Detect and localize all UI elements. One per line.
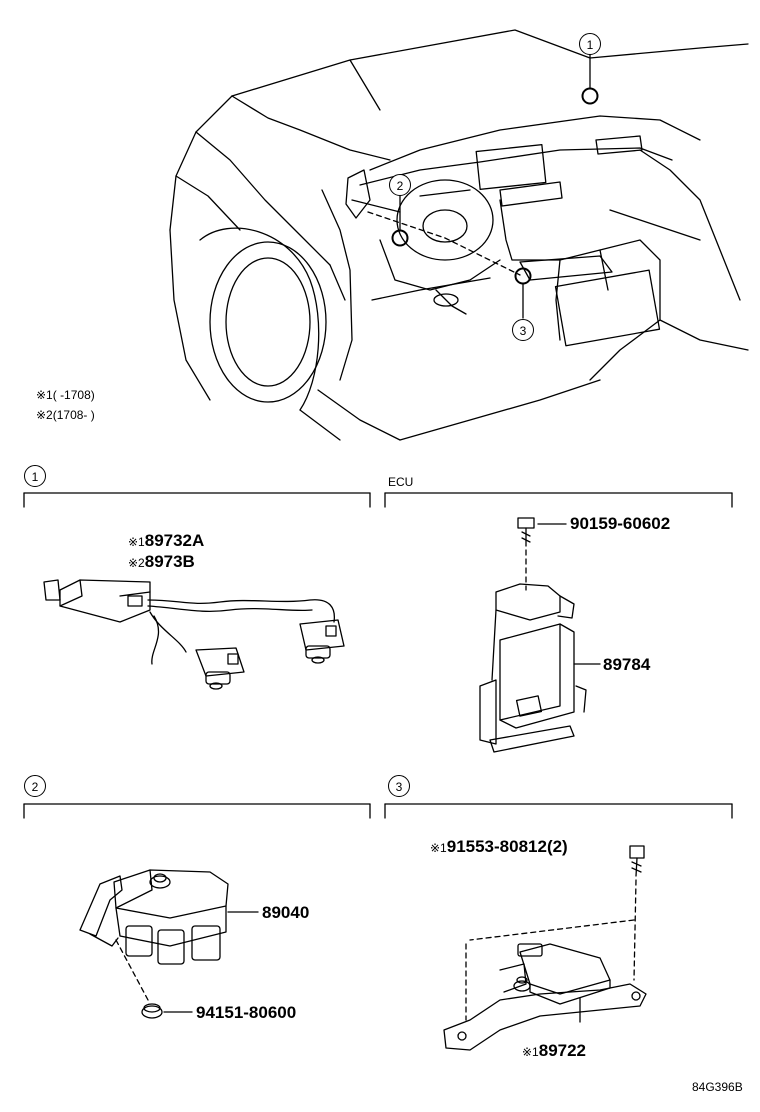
ecu-illustration bbox=[479, 517, 601, 753]
part-89722-label: ※189722 bbox=[522, 1041, 587, 1060]
section-1-number: 1 bbox=[24, 465, 46, 487]
section-2-bracket bbox=[23, 803, 371, 819]
vehicle-interior-illustration bbox=[169, 29, 749, 441]
part-91553-80812-label: ※191553-80812(2) bbox=[430, 837, 568, 856]
note-1: ※1( -1708) bbox=[36, 388, 95, 402]
section-ecu-title: ECU bbox=[388, 475, 414, 489]
figure-code: 84G396B bbox=[692, 1080, 743, 1094]
section-1-bracket bbox=[23, 492, 371, 508]
section-3-number: 3 bbox=[388, 775, 410, 797]
note-2: ※2(1708- ) bbox=[36, 408, 95, 422]
callout-2: 2 bbox=[389, 174, 411, 196]
section-3-bracket bbox=[384, 803, 733, 819]
section-ecu-bracket bbox=[384, 492, 733, 508]
part-94151-80600-label: 94151-80600 bbox=[196, 1003, 297, 1022]
sensor-89722-illustration bbox=[443, 845, 647, 1051]
part-89784-label: 89784 bbox=[603, 655, 651, 674]
section-2-number: 2 bbox=[24, 775, 46, 797]
part-8973b-label: ※28973B bbox=[128, 552, 195, 571]
part-90159-60602-label: 90159-60602 bbox=[570, 514, 671, 533]
part-89040-label: 89040 bbox=[262, 903, 310, 922]
wire-harness-illustration bbox=[43, 579, 345, 690]
occupant-sensor-illustration bbox=[79, 869, 259, 1019]
callout-3: 3 bbox=[512, 319, 534, 341]
location-marker-1 bbox=[581, 87, 599, 105]
callout-1: 1 bbox=[579, 33, 601, 55]
part-89732a-label: ※189732A bbox=[128, 531, 205, 550]
